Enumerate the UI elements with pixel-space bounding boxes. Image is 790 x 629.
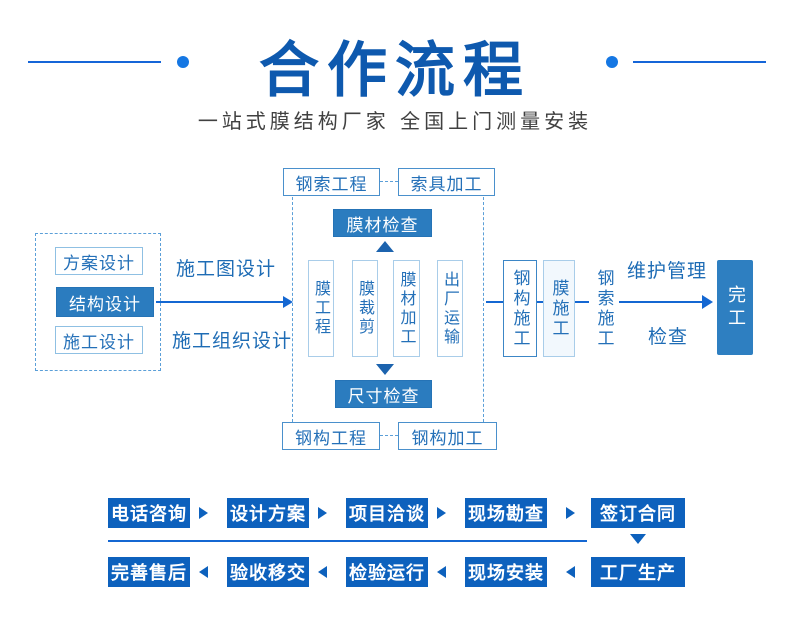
- label-construction-drawing-design: 施工图设计: [176, 258, 277, 280]
- step-design-plan: 设计方案: [227, 498, 309, 528]
- arrow-right-icon: [283, 296, 293, 308]
- page-subtitle: 一站式膜结构厂家 全国上门测量安装: [197, 109, 593, 133]
- dashed-connector-bottom: [380, 435, 398, 436]
- arrow-left-icon: [199, 566, 208, 578]
- box-steel-structure-engineering: 钢构工程: [282, 422, 380, 450]
- arrow-right-icon: [318, 507, 327, 519]
- label-inspection: 检查: [648, 326, 689, 348]
- label-maintenance-management: 维护管理: [627, 260, 708, 282]
- arrow-right-icon: [199, 507, 208, 519]
- box-size-check: 尺寸检查: [335, 380, 432, 408]
- arrow-left-icon: [566, 566, 575, 578]
- arrow-right-icon: [702, 295, 713, 309]
- box-membrane-construction: 膜施工: [543, 260, 575, 357]
- column-factory-transport: 出厂运输: [437, 260, 463, 357]
- step-acceptance-handover: 验收移交: [227, 557, 309, 587]
- arrow-right-icon: [437, 507, 446, 519]
- arrow-up-icon: [376, 241, 394, 252]
- box-steel-structure-construction: 钢构施工: [503, 260, 537, 357]
- label-construction-organization-design: 施工组织设计: [172, 330, 293, 352]
- text-steel-cable-construction: 钢索施工: [589, 261, 619, 356]
- dashed-connector-top: [380, 181, 398, 182]
- dashed-rail-left: [292, 197, 293, 422]
- column-membrane-material-processing: 膜材加工: [393, 260, 420, 357]
- step-after-sales: 完善售后: [108, 557, 190, 587]
- box-steel-cable-engineering: 钢索工程: [283, 168, 380, 196]
- arrow-left-icon: [318, 566, 327, 578]
- step-site-survey: 现场勘查: [465, 498, 547, 528]
- box-membrane-material-check: 膜材检查: [333, 209, 432, 237]
- steps-divider-line: [108, 540, 587, 542]
- step-test-operation: 检验运行: [346, 557, 428, 587]
- box-completion: 完工: [717, 260, 753, 355]
- deco-line-right: [633, 61, 766, 63]
- step-site-installation: 现场安装: [465, 557, 547, 587]
- step-factory-production: 工厂生产: [591, 557, 685, 587]
- page-title: 合作流程: [259, 36, 531, 106]
- dashed-rail-right: [483, 197, 484, 422]
- step-phone-consultation: 电话咨询: [108, 498, 190, 528]
- box-rigging-processing: 索具加工: [398, 168, 495, 196]
- box-steel-structure-processing: 钢构加工: [398, 422, 497, 450]
- column-membrane-cutting: 膜裁剪: [352, 260, 378, 357]
- design-box-structure: 结构设计: [56, 287, 154, 317]
- deco-line-left: [28, 61, 161, 63]
- design-box-construction: 施工设计: [55, 326, 143, 354]
- deco-dot-left: [177, 56, 189, 68]
- arrow-right-icon: [566, 507, 575, 519]
- design-box-plan: 方案设计: [55, 247, 143, 275]
- step-sign-contract: 签订合同: [591, 498, 685, 528]
- step-project-negotiation: 项目洽谈: [346, 498, 428, 528]
- arrow-down-icon: [376, 364, 394, 375]
- column-membrane-engineering: 膜工程: [308, 260, 334, 357]
- arrow-left-icon: [437, 566, 446, 578]
- arrow-down-icon: [630, 534, 646, 544]
- deco-dot-right: [606, 56, 618, 68]
- arrow-line-left: [156, 301, 284, 303]
